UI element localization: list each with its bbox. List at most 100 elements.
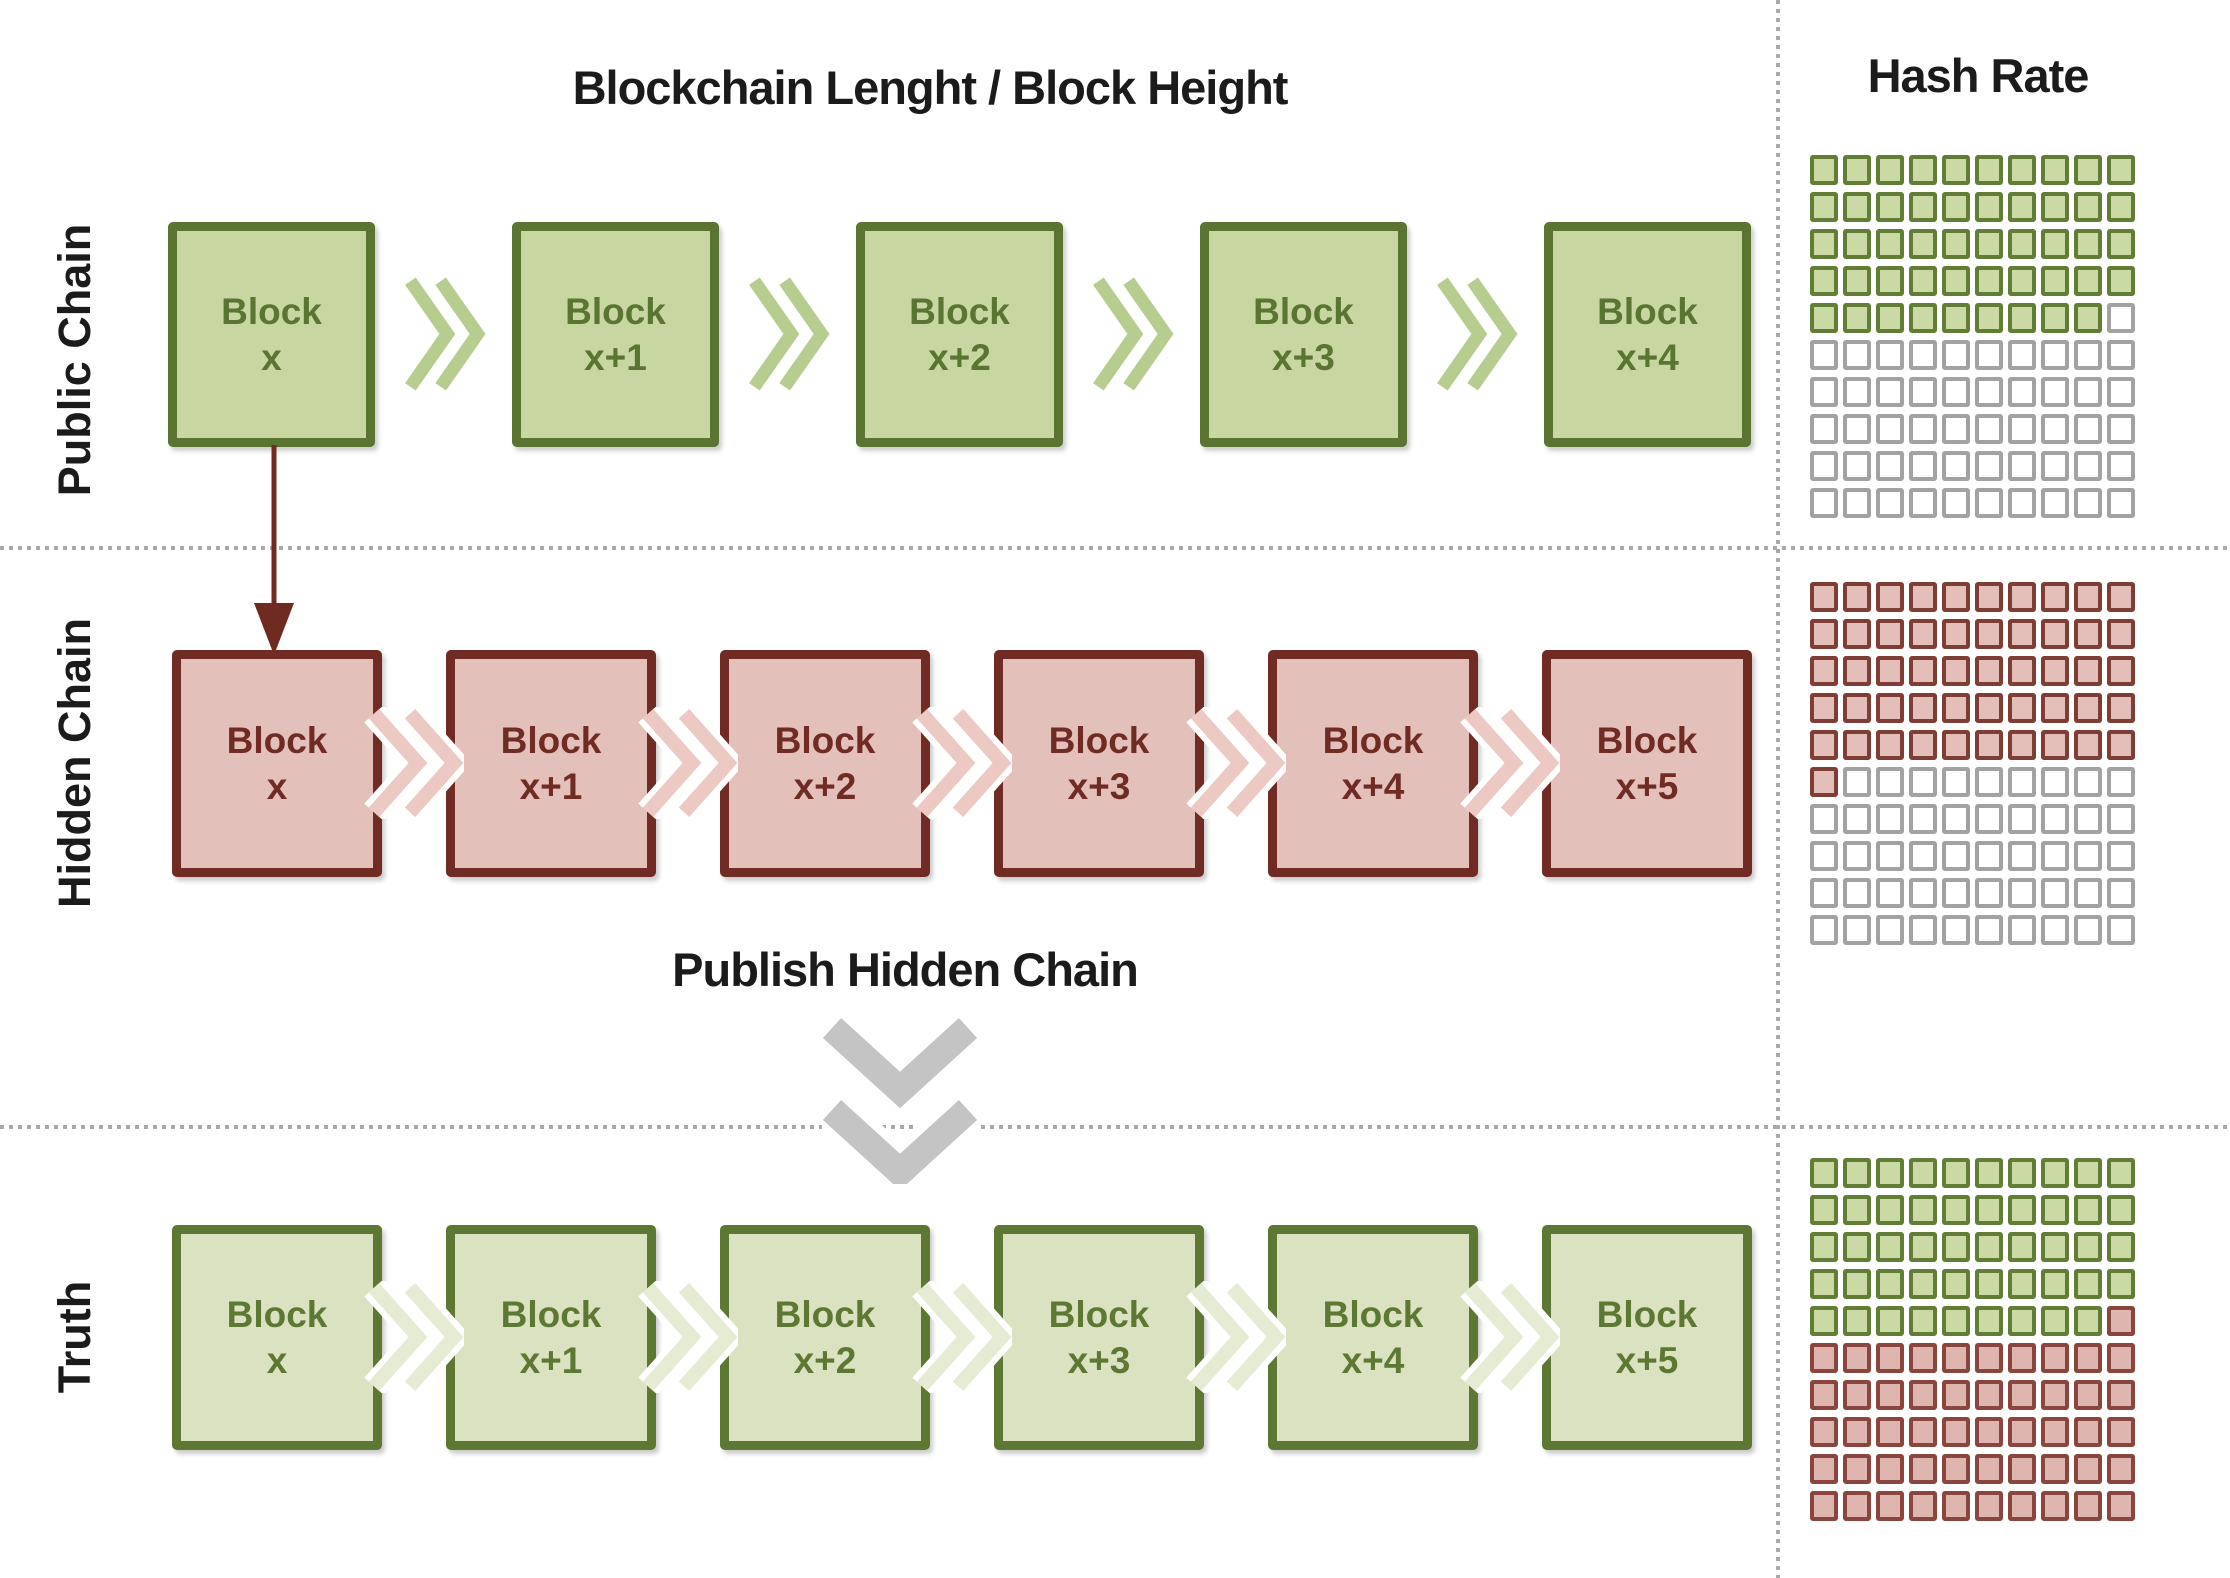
chain-link-chevron-icon — [1186, 1279, 1294, 1398]
hash-cell — [1975, 303, 2003, 333]
block-index: x — [266, 1339, 288, 1381]
hash-cell — [1975, 414, 2003, 444]
hash-cell — [2074, 229, 2102, 259]
row-label-public-chain: Public Chain — [49, 223, 100, 497]
hash-cell — [2074, 619, 2102, 649]
hash-cell — [1975, 804, 2003, 834]
hash-cell — [2107, 266, 2135, 296]
hash-cell — [1876, 915, 1904, 945]
hash-cell — [1876, 377, 1904, 407]
hash-cell — [1942, 582, 1970, 612]
hash-cell — [2041, 1380, 2069, 1410]
hash-cell — [1843, 1343, 1871, 1373]
hash-cell — [1909, 155, 1937, 185]
hash-cell — [1876, 804, 1904, 834]
hash-cell — [1909, 1195, 1937, 1225]
hash-cell — [1975, 915, 2003, 945]
hash-cell — [2041, 1491, 2069, 1521]
hash-cell — [1909, 340, 1937, 370]
hash-cell — [1975, 488, 2003, 518]
hash-cell — [2074, 804, 2102, 834]
hash-cell — [1909, 878, 1937, 908]
chain-link-chevron-icon — [402, 274, 486, 399]
hash-cell — [2107, 1232, 2135, 1262]
hash-cell — [2107, 1158, 2135, 1188]
hash-cell — [1843, 730, 1871, 760]
hash-cell — [2107, 340, 2135, 370]
hash-cell — [2041, 377, 2069, 407]
block-index: x+4 — [1341, 765, 1405, 807]
hash-cell — [2041, 656, 2069, 686]
hash-cell — [2008, 841, 2036, 871]
hash-rate-title: Hash Rate — [1867, 49, 2090, 102]
chain-link-chevron-icon — [912, 1279, 1020, 1398]
hash-cell — [1810, 1380, 1838, 1410]
hash-cell — [1876, 730, 1904, 760]
hash-cell — [2008, 1158, 2036, 1188]
hash-cell — [1843, 155, 1871, 185]
block-index: x+3 — [1272, 336, 1335, 378]
hash-cell — [2041, 488, 2069, 518]
hash-cell — [1942, 451, 1970, 481]
hash-cell — [1975, 1491, 2003, 1521]
hash-cell — [1876, 1306, 1904, 1336]
hash-cell — [1810, 1306, 1838, 1336]
hash-cell — [2074, 1417, 2102, 1447]
hash-cell — [2041, 229, 2069, 259]
hash-cell — [1876, 1491, 1904, 1521]
hash-cell — [1975, 1269, 2003, 1299]
hash-cell — [2041, 414, 2069, 444]
hash-cell — [1942, 488, 1970, 518]
hash-cell — [1810, 303, 1838, 333]
block-index: x+3 — [1067, 1339, 1131, 1381]
hash-cell — [1810, 266, 1838, 296]
chain-link-chevron-icon — [912, 705, 1020, 824]
hash-cell — [2008, 155, 2036, 185]
hash-cell — [2074, 878, 2102, 908]
hash-cell — [1942, 730, 1970, 760]
block-word: Block — [1253, 290, 1354, 332]
hash-cell — [1876, 451, 1904, 481]
hash-cell — [1909, 303, 1937, 333]
hash-cell — [2074, 1491, 2102, 1521]
hash-cell — [1942, 1491, 1970, 1521]
hash-cell — [1810, 841, 1838, 871]
hash-cell — [1810, 1454, 1838, 1484]
divider-public-hidden — [0, 546, 2230, 550]
block-index: x+1 — [519, 765, 583, 807]
hash-cell — [1843, 878, 1871, 908]
hash-cell — [1843, 1269, 1871, 1299]
hash-cell — [1942, 1306, 1970, 1336]
hash-cell — [2074, 1158, 2102, 1188]
hash-cell — [1876, 1232, 1904, 1262]
hash-cell — [1810, 693, 1838, 723]
hash-cell — [1975, 377, 2003, 407]
hash-cell — [1810, 582, 1838, 612]
hash-cell — [1876, 266, 1904, 296]
hash-cell — [2041, 1454, 2069, 1484]
hash-cell — [1942, 1454, 1970, 1484]
hash-cell — [2008, 266, 2036, 296]
hash-cell — [2107, 767, 2135, 797]
hash-cell — [1810, 619, 1838, 649]
hash-cell — [1810, 1343, 1838, 1373]
hash-cell — [1876, 841, 1904, 871]
hash-cell — [2107, 1269, 2135, 1299]
hash-cell — [1909, 192, 1937, 222]
hash-cell — [2008, 730, 2036, 760]
chain-link-chevron-icon — [364, 705, 472, 824]
hash-cell — [1909, 804, 1937, 834]
hash-cell — [2107, 915, 2135, 945]
hash-cell — [2074, 451, 2102, 481]
hash-cell — [2074, 693, 2102, 723]
chain-link-chevron-icon — [1090, 274, 1174, 399]
hash-cell — [2041, 693, 2069, 723]
hash-cell — [2074, 155, 2102, 185]
block-index: x+2 — [793, 1339, 857, 1381]
hash-cell — [2041, 915, 2069, 945]
hash-cell — [1810, 1417, 1838, 1447]
hash-cell — [2074, 192, 2102, 222]
